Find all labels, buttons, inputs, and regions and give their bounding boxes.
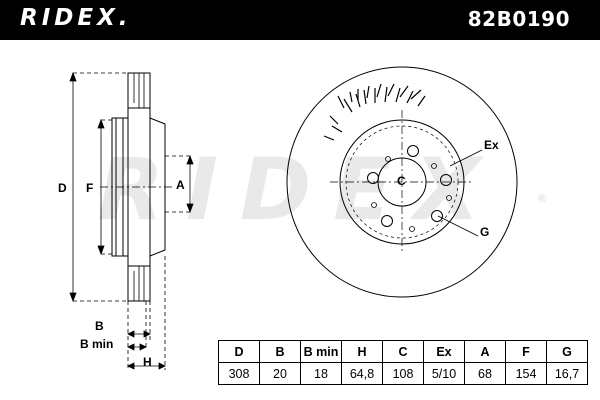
front-view [286, 66, 518, 298]
specs-value-cell: 308 [218, 362, 260, 385]
label-f: F [86, 181, 93, 195]
specs-header-row: D B B min H C Ex A F G [218, 340, 588, 363]
label-d: D [58, 181, 67, 195]
stud-hole [407, 145, 419, 157]
ex-leader [449, 149, 483, 167]
label-b: B [95, 319, 104, 333]
header-bar: RIDEX. 82B0190 [0, 0, 600, 40]
dimension-a [165, 154, 194, 214]
front-center-lines [330, 110, 474, 254]
stud-holes [367, 145, 452, 227]
label-a: A [176, 178, 185, 192]
part-number: 82B0190 [467, 7, 570, 31]
brand-watermark: RIDEX [97, 140, 503, 240]
specs-value-cell: 16,7 [546, 362, 588, 385]
specs-header-cell: A [464, 340, 506, 363]
specs-header-cell: H [341, 340, 383, 363]
label-b-min: B min [80, 337, 113, 351]
label-h: H [143, 355, 152, 369]
vane-section [133, 73, 145, 301]
specs-header-cell: D [218, 340, 260, 363]
screw-holes [371, 156, 452, 232]
specs-value-cell: 68 [464, 362, 506, 385]
screw-hole [385, 156, 391, 162]
cooling-vanes [323, 83, 426, 141]
specs-header-cell: B [259, 340, 301, 363]
stud-hole [431, 210, 443, 222]
brand-logo: RIDEX. [20, 5, 132, 31]
screw-hole [446, 195, 452, 201]
specs-table: D B B min H C Ex A F G 308 20 18 64,8 10… [218, 340, 588, 385]
specs-header-cell: C [382, 340, 424, 363]
stud-hole [381, 215, 393, 227]
callout-g: G [480, 225, 489, 239]
callout-ex: Ex [484, 138, 499, 152]
dimension-b-h [127, 256, 166, 370]
specs-header-cell: G [546, 340, 588, 363]
specs-value-row: 308 20 18 64,8 108 5/10 68 154 16,7 [218, 362, 588, 385]
specs-value-cell: 5/10 [423, 362, 465, 385]
specs-header-cell: B min [300, 340, 342, 363]
specs-header-cell: Ex [423, 340, 465, 363]
registered-mark: ® [538, 193, 547, 205]
specs-header-cell: F [505, 340, 547, 363]
specs-value-cell: 64,8 [341, 362, 383, 385]
callout-c: C [397, 174, 406, 188]
stud-hole [440, 174, 452, 186]
specs-value-cell: 18 [300, 362, 342, 385]
screw-hole [371, 202, 377, 208]
specs-value-cell: 154 [505, 362, 547, 385]
stud-hole [367, 172, 379, 184]
dimension-f [97, 118, 112, 256]
g-leader [437, 215, 479, 237]
screw-hole [431, 163, 437, 169]
side-view [100, 72, 175, 302]
specs-value-cell: 108 [382, 362, 424, 385]
dimension-d [69, 71, 128, 303]
screw-hole [409, 226, 415, 232]
specs-value-cell: 20 [259, 362, 301, 385]
disc-outer-edge [286, 66, 518, 298]
